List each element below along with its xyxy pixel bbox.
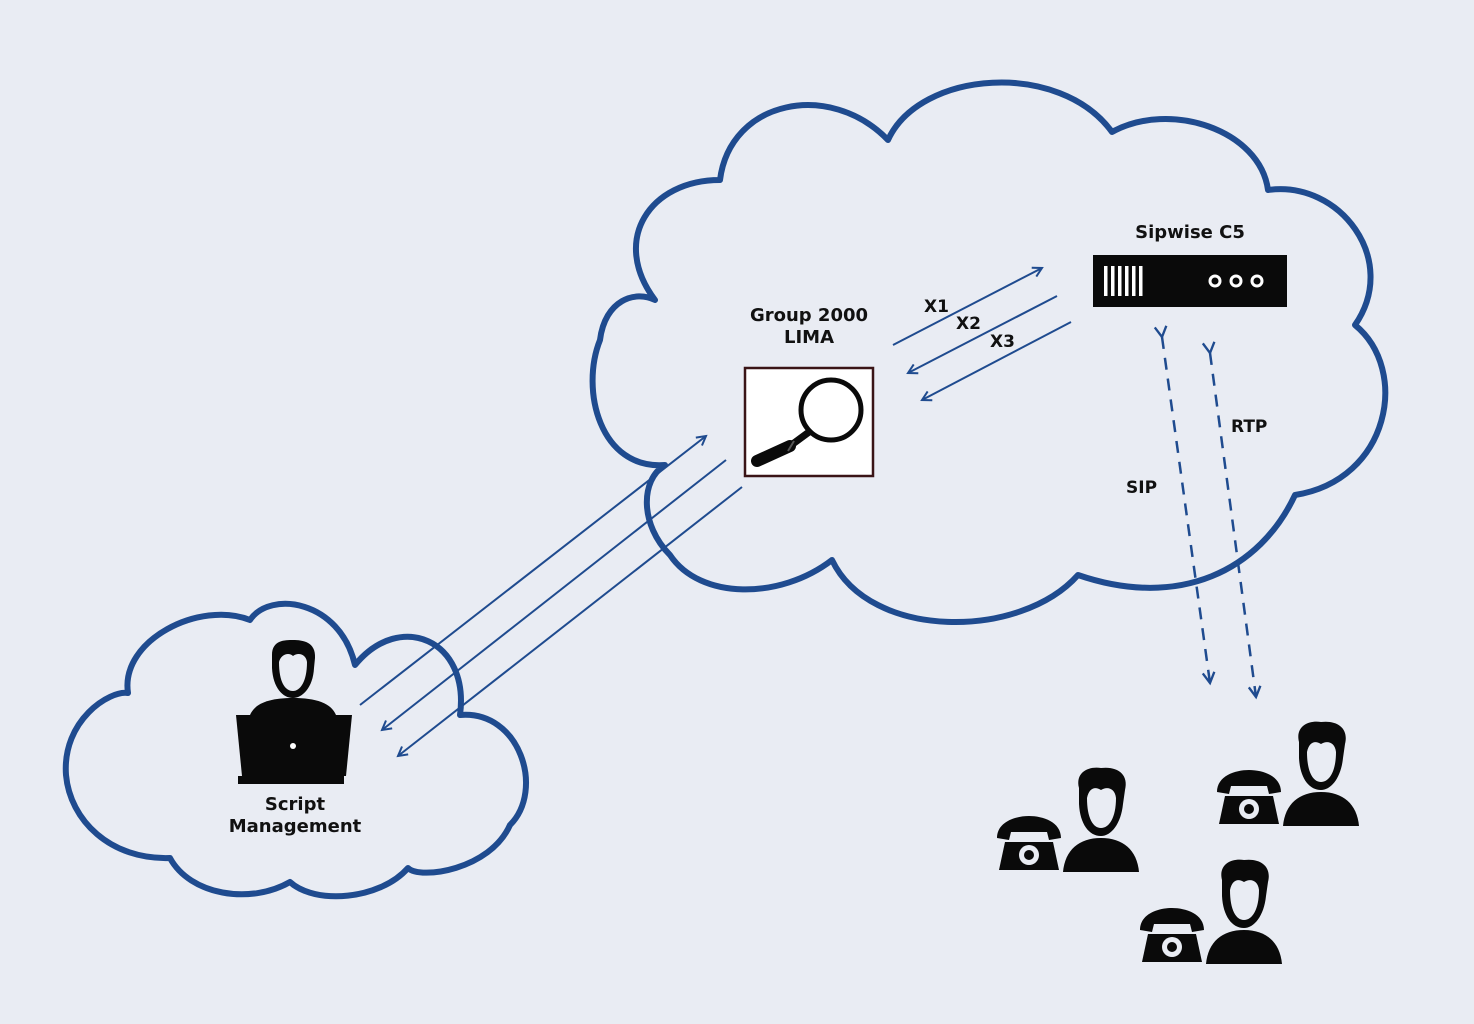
x1-label: X1	[924, 297, 949, 317]
subscriber-group	[997, 721, 1359, 964]
user-with-phone-icon	[997, 767, 1139, 872]
script-title-line2: Management	[228, 815, 362, 837]
operator-laptop-icon	[236, 640, 352, 784]
x3-arrow	[922, 321, 1072, 400]
script-management-title: Script Management	[229, 794, 362, 837]
lima-to-script-arrow-2	[398, 486, 743, 756]
x2-label: X2	[956, 314, 981, 334]
user-with-phone-icon	[1217, 721, 1359, 826]
lima-node	[743, 366, 875, 478]
lima-title-line2: LIMA	[783, 326, 834, 348]
magnifier-icon	[751, 377, 864, 467]
x2-arrow	[908, 295, 1058, 373]
server-icon	[1093, 255, 1287, 307]
script-cloud	[62, 600, 529, 900]
rtp-label: RTP	[1231, 417, 1268, 437]
script-lima-arrows	[359, 436, 743, 756]
x1-arrow	[892, 268, 1042, 346]
script-title-line1: Script	[264, 794, 326, 815]
x3-label: X3	[990, 332, 1015, 352]
lima-to-script-arrow-1	[382, 459, 727, 730]
main-cloud	[589, 79, 1389, 626]
lima-title: Group 2000 LIMA	[750, 305, 868, 348]
rtp-arrow	[1210, 353, 1256, 697]
x-interface-arrows	[892, 268, 1072, 400]
sip-rtp-arrows	[1162, 337, 1256, 697]
lima-title-line1: Group 2000	[749, 305, 869, 326]
user-with-phone-icon	[1140, 859, 1282, 964]
script-to-lima-arrow	[359, 436, 706, 706]
sip-arrow	[1162, 337, 1210, 683]
sip-label: SIP	[1126, 478, 1158, 498]
sipwise-title: Sipwise C5	[1135, 222, 1245, 243]
